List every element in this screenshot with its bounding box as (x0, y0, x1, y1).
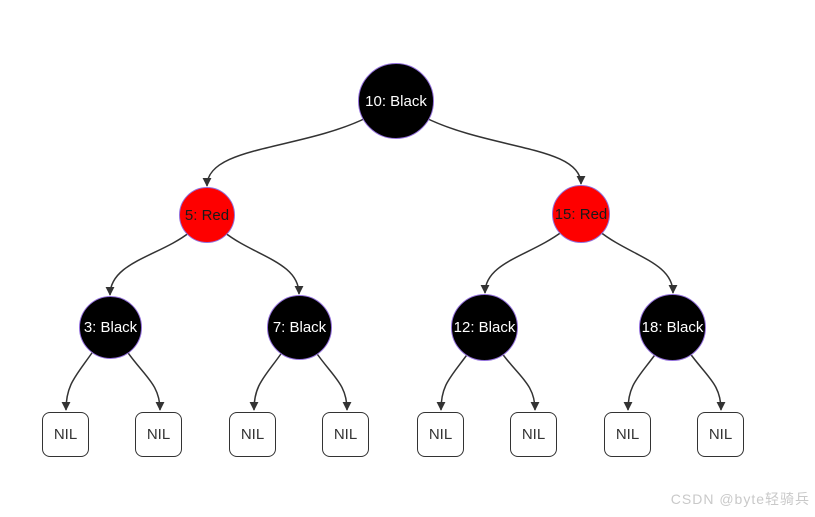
edge-12-to-nil5 (436, 351, 470, 411)
tree-node-12: 12: Black (451, 294, 518, 361)
tree-node-7: 7: Black (267, 295, 332, 360)
watermark: CSDN @byte轻骑兵 (670, 491, 810, 507)
edge-18-to-nil8 (688, 351, 726, 411)
nil-node-3: NIL (229, 412, 276, 457)
nil-label: NIL (708, 426, 733, 443)
nil-label: NIL (615, 426, 640, 443)
nil-label: NIL (240, 426, 265, 443)
nil-node-4: NIL (322, 412, 369, 457)
nil-label: NIL (428, 426, 453, 443)
tree-node-10: 10: Black (358, 63, 434, 139)
edge-12-to-nil6 (500, 351, 540, 411)
tree-node-15: 15: Red (552, 185, 610, 243)
nil-node-7: NIL (604, 412, 651, 457)
edge-7-to-nil3 (249, 350, 284, 411)
nil-label: NIL (146, 426, 171, 443)
nil-label: NIL (53, 426, 78, 443)
node-label: 5: Red (184, 206, 230, 224)
edge-7-to-nil4 (314, 350, 352, 411)
edge-15-to-12 (480, 230, 564, 294)
edge-5-to-7 (223, 231, 304, 295)
node-label: 7: Black (272, 319, 327, 336)
node-label: 12: Black (453, 319, 516, 336)
edge-15-to-18 (598, 230, 678, 294)
node-label: 18: Black (641, 319, 704, 336)
tree-node-18: 18: Black (639, 294, 706, 361)
nil-node-1: NIL (42, 412, 89, 457)
node-label: 10: Black (365, 92, 427, 110)
tree-node-3: 3: Black (79, 296, 142, 359)
node-label: 15: Red (554, 205, 608, 223)
nil-label: NIL (521, 426, 546, 443)
nil-node-6: NIL (510, 412, 557, 457)
tree-node-5: 5: Red (179, 187, 235, 243)
edge-5-to-3 (105, 231, 191, 296)
node-label: 3: Black (83, 319, 138, 336)
edge-10-to-15 (425, 117, 586, 185)
edge-3-to-nil2 (125, 349, 165, 411)
edge-18-to-nil7 (623, 351, 658, 411)
edge-3-to-nil1 (61, 349, 95, 411)
nil-node-8: NIL (697, 412, 744, 457)
nil-node-5: NIL (417, 412, 464, 457)
nil-node-2: NIL (135, 412, 182, 457)
edge-10-to-5 (202, 117, 367, 187)
nil-label: NIL (333, 426, 358, 443)
